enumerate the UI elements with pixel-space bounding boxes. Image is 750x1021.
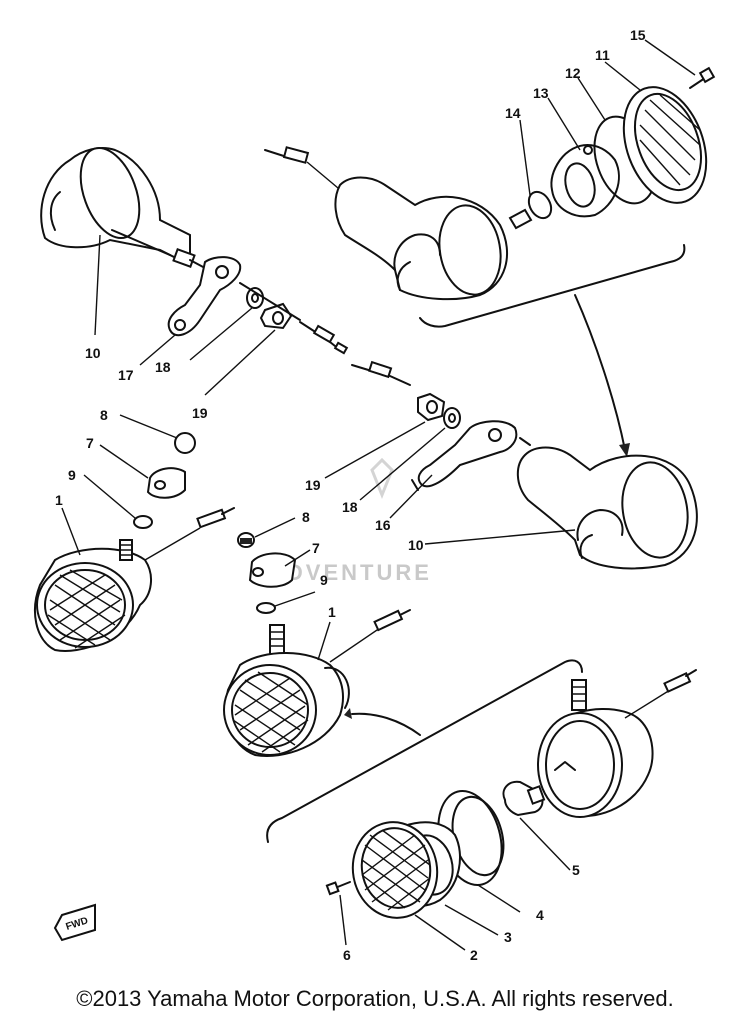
- fwd-arrow: FWD: [53, 903, 96, 942]
- callout-14: 14: [505, 105, 521, 121]
- callout-9-left: 9: [68, 467, 76, 483]
- callout-19-mid: 19: [305, 477, 321, 493]
- callout-1-center: 1: [328, 604, 336, 620]
- callout-7-center: 7: [312, 540, 320, 556]
- callout-7-left: 7: [86, 435, 94, 451]
- callout-3: 3: [504, 929, 512, 945]
- rear-signal-right-top: [264, 39, 716, 457]
- callout-1-left: 1: [55, 492, 63, 508]
- callout-numbers: 15 11 12 13 14 10 17 18 19 8 7 9 1 19 18…: [55, 27, 646, 963]
- callout-10-top: 10: [85, 345, 101, 361]
- callout-18-top: 18: [155, 359, 171, 375]
- callout-16: 16: [375, 517, 391, 533]
- callout-9-center: 9: [320, 572, 328, 588]
- callout-15: 15: [630, 27, 646, 43]
- callout-5: 5: [572, 862, 580, 878]
- callout-12: 12: [565, 65, 581, 81]
- front-signal-exploded: [266, 659, 697, 951]
- callout-18-mid: 18: [342, 499, 358, 515]
- callout-10-mid: 10: [408, 537, 424, 553]
- bracket-17: [139, 256, 242, 366]
- front-signal-left: [34, 414, 235, 652]
- rear-signal-right-mid: [324, 360, 698, 570]
- front-signal-center: [223, 517, 421, 757]
- rear-signal-left: [40, 146, 206, 336]
- callout-4: 4: [536, 907, 544, 923]
- callout-8-left: 8: [100, 407, 108, 423]
- callout-11: 11: [595, 47, 610, 63]
- callout-19-top: 19: [192, 405, 208, 421]
- callout-8-center: 8: [302, 509, 310, 525]
- copyright-notice: ©2013 Yamaha Motor Corporation, U.S.A. A…: [76, 986, 674, 1011]
- callout-17: 17: [118, 367, 134, 383]
- callout-6: 6: [343, 947, 351, 963]
- washer-nut-top: [189, 282, 349, 396]
- callout-13: 13: [533, 85, 549, 101]
- callout-2: 2: [470, 947, 478, 963]
